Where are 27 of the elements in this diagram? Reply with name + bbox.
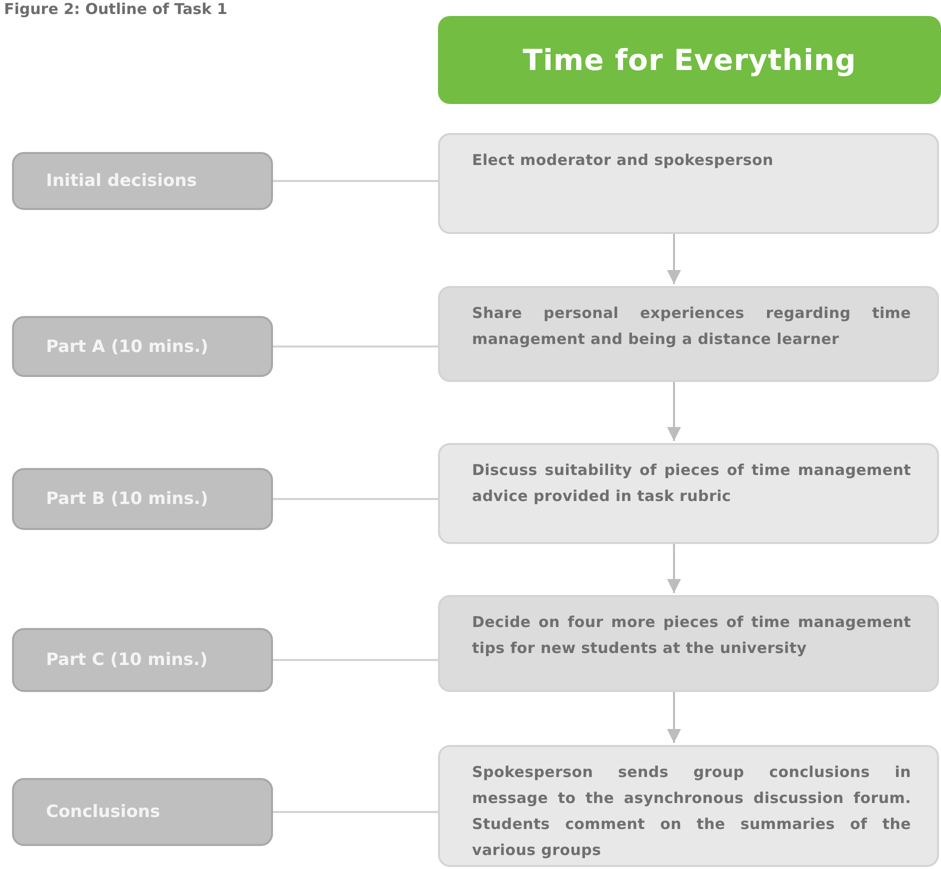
activity-box bbox=[438, 133, 939, 234]
connector-line bbox=[273, 180, 438, 182]
connector-line bbox=[273, 659, 438, 661]
heading-text: Time for Everything bbox=[522, 43, 856, 77]
stage-box bbox=[12, 468, 273, 530]
connector-line bbox=[273, 498, 438, 500]
figure-title: Figure 2: Outline of Task 1 bbox=[4, 0, 228, 18]
activity-text: Decide on four more pieces of time management tips for new students at the university bbox=[472, 612, 911, 659]
activity-text: Spokesperson sends group conclusions in message to the asynchronous discussion forum. Students comment on the summaries of the various groups bbox=[472, 762, 911, 861]
activity-box bbox=[438, 745, 939, 867]
arrow bbox=[667, 234, 681, 284]
activity-text: Elect moderator and spokesperson bbox=[472, 150, 774, 171]
connector-line bbox=[273, 811, 438, 813]
activity-box bbox=[438, 286, 939, 382]
stage-box bbox=[12, 628, 273, 692]
arrow bbox=[667, 544, 681, 593]
connector-line bbox=[273, 346, 438, 348]
stage-box bbox=[12, 778, 273, 846]
arrow bbox=[667, 382, 681, 441]
heading-banner bbox=[438, 16, 941, 104]
activity-box bbox=[438, 443, 939, 544]
activity-text: Share personal experiences regarding time management and being a distance learner bbox=[472, 303, 911, 350]
activity-text: Discuss suitability of pieces of time management advice provided in task rubric bbox=[472, 460, 911, 507]
activity-box bbox=[438, 595, 939, 692]
arrow bbox=[667, 692, 681, 743]
stage-box bbox=[12, 316, 273, 377]
stage-box bbox=[12, 152, 273, 210]
